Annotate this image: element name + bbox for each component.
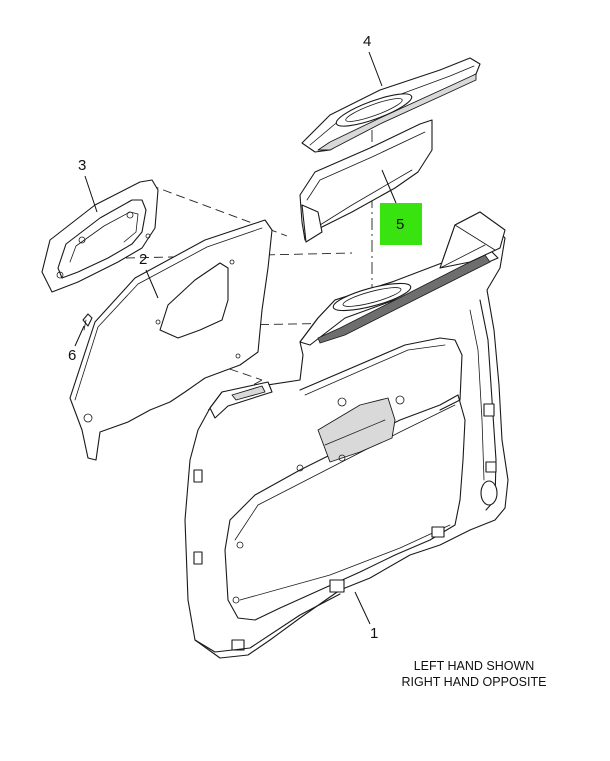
door-trim-panel: [184, 211, 509, 659]
callout-3: 3: [78, 157, 98, 213]
callout-5-label: 5: [396, 216, 404, 233]
arm-rest-bracket: [299, 119, 433, 243]
callout-5: 5: [380, 169, 422, 245]
callout-3-label: 3: [78, 157, 86, 174]
push-pin-fastener: [82, 313, 93, 331]
callout-6: 6: [68, 325, 85, 364]
vapor-barrier-sheet: [69, 219, 273, 461]
callout-2-label: 2: [139, 251, 147, 268]
note-line-2: RIGHT HAND OPPOSITE: [402, 675, 547, 689]
callout-5-highlight: [380, 203, 422, 245]
note-line-1: LEFT HAND SHOWN: [414, 659, 535, 673]
orientation-note: LEFT HAND SHOWN RIGHT HAND OPPOSITE: [402, 659, 547, 689]
window-sill-cap: [301, 57, 481, 153]
callout-2: 2: [139, 251, 159, 299]
callout-4: 4: [363, 33, 383, 87]
callout-1-label: 1: [370, 625, 378, 642]
callout-6-label: 6: [68, 347, 76, 364]
window-trim-bezel: [41, 179, 159, 293]
callout-4-label: 4: [363, 33, 371, 50]
callout-1: 1: [354, 591, 378, 642]
